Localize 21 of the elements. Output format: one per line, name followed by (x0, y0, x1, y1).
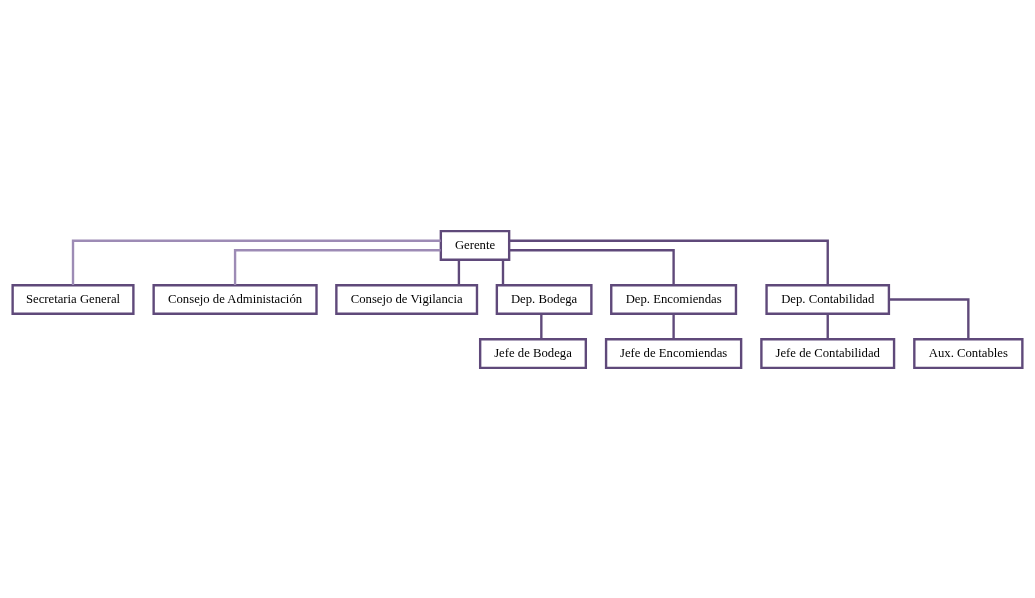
node-box: Consejo de Vigilancia (335, 283, 479, 315)
node-box: Consejo de Administación (152, 283, 318, 315)
node-box: Dep. Contabilidad (765, 283, 891, 315)
connector (540, 313, 543, 339)
node-box: Jefe de Bodega (478, 337, 587, 369)
connector (71, 239, 441, 285)
connector (509, 239, 829, 285)
connector (233, 248, 441, 285)
node-box: Dep. Encomiendas (610, 283, 738, 315)
connector (457, 259, 461, 285)
node-box: Secretaria General (11, 283, 135, 315)
node-box: Aux. Contables (913, 337, 1024, 369)
node-box: Jefe de Encomiendas (604, 337, 743, 369)
node-box: Jefe de Contabilidad (760, 337, 896, 369)
connector (826, 313, 829, 339)
node-box: Gerente (439, 229, 511, 261)
connector (889, 297, 970, 339)
connector (672, 313, 675, 339)
connector (509, 248, 675, 285)
connector (501, 259, 505, 285)
node-box: Dep. Bodega (495, 283, 593, 315)
